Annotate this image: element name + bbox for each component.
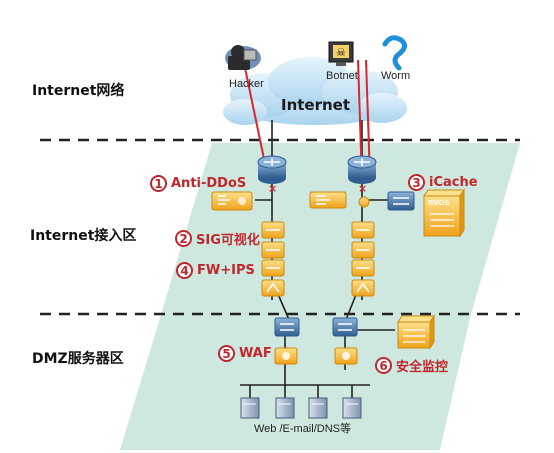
svg-text:×: × [268, 182, 277, 195]
right-device-stack [309, 191, 375, 297]
feature-waf: 5 WAF [218, 345, 272, 362]
feature-security-monitoring: 6 安全监控 [375, 356, 448, 375]
zone-label-internet: Internet网络 [32, 83, 125, 99]
server-icons [240, 397, 362, 419]
security-monitor-icon [397, 314, 435, 350]
hacker-label: Hacker [229, 78, 264, 90]
feature-fw-ips: 4 FW+IPS [176, 262, 255, 279]
feature-number: 2 [175, 230, 192, 247]
router-left-icon [257, 155, 287, 184]
hacker-icon [225, 45, 261, 70]
cloud-label: Internet [281, 96, 351, 114]
icache-switch-icon [387, 191, 415, 211]
dmz-switch-right-icon [332, 317, 358, 337]
worm-icon [382, 35, 407, 71]
zone-label-dmz: DMZ服务器区 [32, 351, 124, 367]
botnet-label: Botnet [326, 70, 358, 82]
feature-label: iCache [429, 175, 478, 190]
feature-icache: 3 iCache [408, 174, 478, 191]
feature-number: 6 [375, 357, 392, 374]
botnet-icon: ☠ [328, 41, 354, 66]
feature-label: SIG可视化 [196, 233, 260, 248]
servers-label: Web /E-mail/DNS等 [254, 423, 351, 435]
router-right-icon [347, 155, 377, 184]
icache-appliance-icon [423, 188, 465, 238]
feature-label: WAF [239, 346, 272, 361]
feature-number: 4 [176, 262, 193, 279]
access-zone-panel [160, 143, 520, 318]
internet-cloud [223, 57, 407, 125]
feature-label: Anti-DDoS [171, 176, 247, 191]
icache-device-label: RMOS [428, 200, 449, 207]
feature-sig-visualization: 2 SIG可视化 [175, 229, 260, 248]
waf-left-device-icon [274, 347, 298, 365]
feature-number: 1 [150, 175, 167, 192]
feature-anti-ddos: 1 Anti-DDoS [150, 175, 246, 192]
left-device-stack [261, 221, 285, 297]
feature-number: 5 [218, 345, 235, 362]
feature-label: 安全监控 [396, 360, 449, 375]
dmz-switch-left-icon [274, 317, 300, 337]
dmz-zone-panel [120, 318, 470, 450]
waf-right-device-icon [334, 347, 358, 365]
anti-ddos-device-icon [211, 191, 253, 211]
zone-label-access: Internet接入区 [30, 228, 137, 244]
svg-text:×: × [358, 182, 367, 195]
feature-label: FW+IPS [197, 263, 255, 278]
svg-text:☠: ☠ [336, 46, 346, 59]
feature-number: 3 [408, 174, 425, 191]
worm-label: Worm [381, 70, 411, 82]
